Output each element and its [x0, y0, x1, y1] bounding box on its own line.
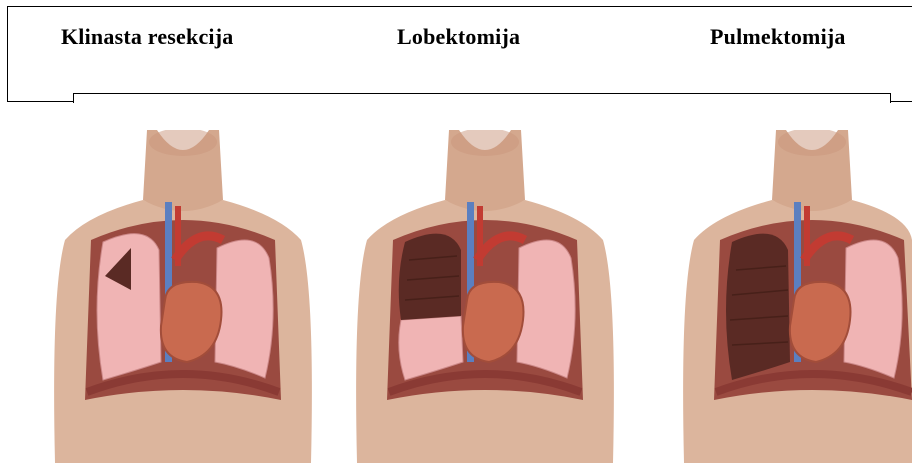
label-lobectomy: Lobektomija	[397, 24, 520, 50]
label-pneumonectomy: Pulmektomija	[710, 24, 846, 50]
illustration-wedge-resection	[47, 130, 319, 463]
torso-wedge-svg	[47, 130, 319, 463]
torso-lung-svg	[676, 130, 912, 463]
label-wedge-resection: Klinasta resekcija	[61, 24, 233, 50]
left-lung	[517, 240, 575, 378]
header-inner-rule	[73, 93, 891, 103]
left-lung	[215, 240, 273, 378]
header-frame	[7, 6, 912, 102]
illustration-lobectomy	[349, 130, 621, 463]
resected-lung	[726, 234, 790, 380]
illustration-pneumonectomy	[676, 130, 912, 463]
torso-lobe-svg	[349, 130, 621, 463]
left-lung	[844, 240, 902, 378]
